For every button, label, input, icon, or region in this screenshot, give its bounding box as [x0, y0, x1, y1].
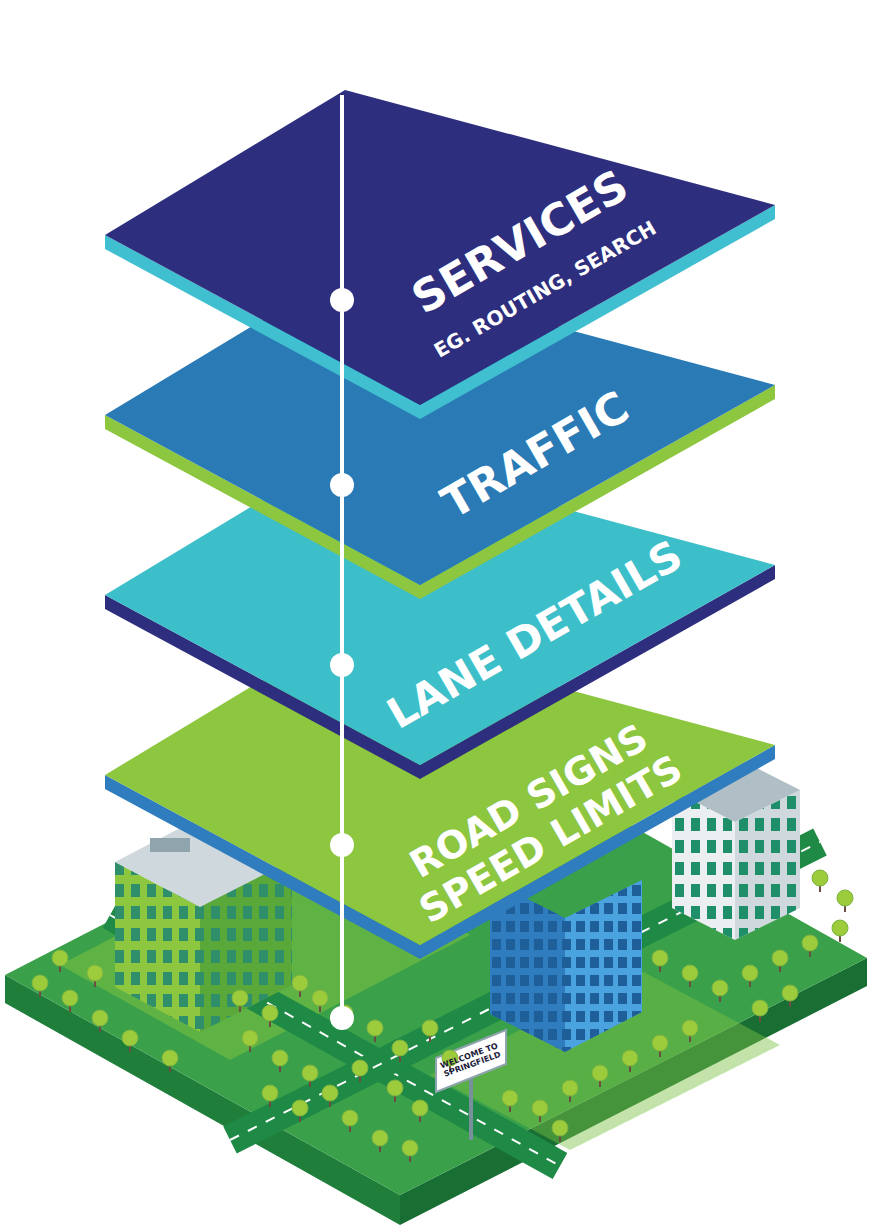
spine-segment [340, 840, 344, 1018]
spine-connector [340, 300, 344, 480]
spine-dot [330, 288, 354, 312]
tree [322, 1085, 338, 1107]
layer-top [105, 90, 775, 405]
tree [652, 950, 668, 972]
tree [242, 1030, 258, 1052]
tree [232, 990, 248, 1012]
tree [62, 990, 78, 1012]
tree [622, 1050, 638, 1072]
tree [32, 975, 48, 997]
tree [292, 975, 308, 997]
tree [712, 980, 728, 1002]
tree [832, 920, 848, 942]
tree [402, 1140, 418, 1162]
tree [682, 1020, 698, 1042]
tree [742, 965, 758, 987]
tree [92, 1010, 108, 1032]
tree [412, 1100, 428, 1122]
spine-dot [330, 1006, 354, 1030]
tree [837, 890, 853, 912]
tree [312, 990, 328, 1012]
sign-label: WELCOME TO SPRINGFIELD [438, 1042, 504, 1080]
tree [392, 1040, 408, 1062]
tree [552, 1120, 568, 1142]
tree [372, 1130, 388, 1152]
spine-connector [340, 660, 344, 840]
spine-dot [330, 833, 354, 857]
tree [422, 1020, 438, 1042]
tree [782, 985, 798, 1007]
tree [387, 1080, 403, 1102]
tree [532, 1100, 548, 1122]
tree [812, 870, 828, 892]
tree [682, 965, 698, 987]
tree [52, 950, 68, 972]
spine-dot [330, 473, 354, 497]
tree [802, 935, 818, 957]
tree [752, 1000, 768, 1022]
tree [772, 950, 788, 972]
tree [292, 1100, 308, 1122]
tree [652, 1035, 668, 1057]
tree [162, 1050, 178, 1072]
tree [502, 1090, 518, 1112]
map-layer: SERVICESEG. ROUTING, SEARCH [105, 90, 775, 419]
tree [352, 1060, 368, 1082]
tree [302, 1065, 318, 1087]
tree [342, 1110, 358, 1132]
tree [272, 1050, 288, 1072]
tree [592, 1065, 608, 1087]
tree [87, 965, 103, 987]
spine-segment [340, 95, 344, 300]
spine-connector [340, 480, 344, 660]
tree [367, 1020, 383, 1042]
tree [262, 1085, 278, 1107]
tree [562, 1080, 578, 1102]
spine-dot [330, 653, 354, 677]
layer-shape [105, 90, 775, 419]
tree [122, 1030, 138, 1052]
tree [262, 1005, 278, 1027]
